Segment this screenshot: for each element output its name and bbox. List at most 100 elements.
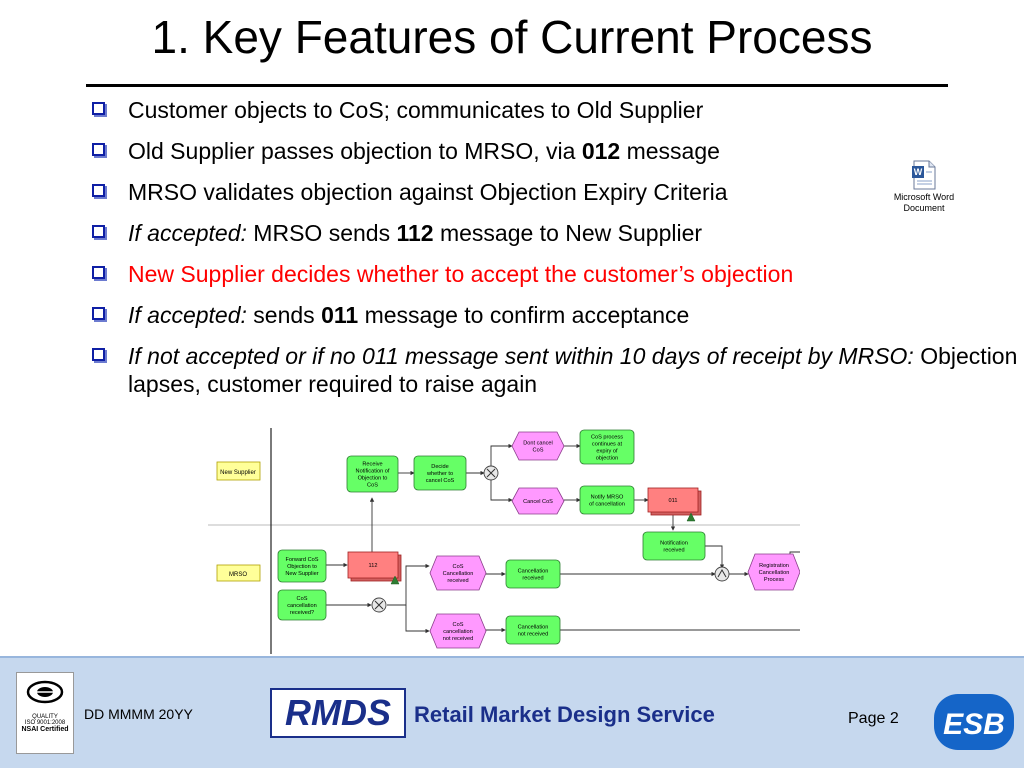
node-label: Dont cancel (523, 441, 553, 447)
bullet-item: MRSO validates objection against Objecti… (88, 178, 1018, 206)
bullet-text: Old Supplier passes objection to MRSO, v… (128, 138, 582, 164)
node-label: CoS (533, 448, 544, 454)
bullet-list: Customer objects to CoS; communicates to… (88, 96, 1018, 411)
node-label: whether to (426, 471, 453, 477)
node-label: expiry of (596, 449, 618, 455)
node-cancel-cos: Cancel CoS (511, 487, 565, 515)
rmds-logo: RMDS (270, 688, 406, 738)
page-number: Page 2 (848, 710, 899, 727)
node-label: CoS (453, 564, 464, 570)
bullet-checkbox-icon (92, 102, 105, 115)
node-label: Forward CoS (286, 557, 319, 563)
bullet-checkbox-icon (92, 348, 105, 361)
bullet-bold-text: 012 (581, 138, 621, 164)
node-label: received (522, 576, 543, 582)
embedded-doc-label-line1: Microsoft Word (893, 192, 955, 202)
node-label: received (663, 548, 684, 554)
message-flag-icon (390, 575, 400, 585)
svg-text:W: W (914, 167, 923, 177)
node-label: Cancellation (443, 571, 474, 577)
node-msg-112: 112 (347, 551, 402, 582)
certification-eye-icon (26, 680, 64, 704)
footer-background (0, 658, 1024, 768)
esb-logo-text: ESB (943, 708, 1005, 741)
node-label: Cancellation (518, 569, 549, 575)
bullet-text: Customer objects to CoS; communicates to… (128, 97, 704, 123)
footer-date: DD MMMM 20YY (84, 706, 193, 722)
xor-connector-bottom (371, 597, 387, 613)
bullet-text: message to New Supplier (433, 220, 703, 246)
node-label: not received (443, 636, 473, 642)
bullet-bold-text: 011 (321, 302, 359, 328)
slide-title: 1. Key Features of Current Process (151, 11, 873, 63)
node-label: received (447, 578, 468, 584)
bullet-item: If accepted: MRSO sends 112 message to N… (88, 219, 1018, 247)
lane-new-supplier-label: New Supplier (220, 470, 256, 476)
embedded-word-document[interactable]: W Microsoft Word Document (884, 160, 964, 214)
bullet-italic-text: If not accepted or if no 011 message sen… (128, 343, 914, 369)
bullet-checkbox-icon (92, 184, 105, 197)
node-label: of cancellation (589, 502, 625, 508)
node-label: Cancellation (759, 570, 790, 576)
bullet-item: If accepted: sends 011 message to confir… (88, 301, 1018, 329)
cert-line3: NSAI Certified (21, 726, 69, 733)
lane-mrso: MRSO (216, 564, 261, 582)
esb-logo: ESB (934, 694, 1014, 750)
node-label: continues at (592, 442, 623, 448)
node-msg-011: 011 (647, 487, 702, 516)
xor-connector-top (483, 465, 499, 481)
bullet-checkbox-icon (92, 225, 105, 238)
node-label: Objection to (287, 564, 317, 570)
node-label: 011 (669, 498, 678, 504)
bullet-text: MRSO sends (246, 220, 397, 246)
node-label: cancellation (443, 629, 473, 635)
title-divider (86, 84, 948, 87)
footer-bar: QUALITY ISO 9001:2008 NSAI Certified DD … (0, 656, 1024, 768)
node-label: Notification (660, 541, 688, 547)
node-label: Decide (431, 464, 448, 470)
bullet-item: If not accepted or if no 011 message sen… (88, 342, 1018, 398)
node-label: objection (596, 456, 618, 462)
node-label: Cancel CoS (523, 499, 553, 505)
node-label: New Supplier (285, 571, 318, 577)
bullet-item: Old Supplier passes objection to MRSO, v… (88, 137, 1018, 165)
bullet-checkbox-icon (92, 143, 105, 156)
bullet-checkbox-icon (92, 266, 105, 279)
embedded-doc-label-line2: Document (903, 203, 945, 213)
and-connector (714, 566, 730, 582)
cert-line2: ISO 9001:2008 (24, 720, 66, 726)
cert-line1: QUALITY (32, 714, 58, 720)
service-name: Retail Market Design Service (414, 702, 715, 727)
node-label: Registration (759, 563, 789, 569)
node-label: CoS (453, 622, 464, 628)
bullet-text: sends (246, 302, 322, 328)
node-label: 112 (369, 563, 378, 569)
node-label: CoS (297, 596, 308, 602)
bullet-item: New Supplier decides whether to accept t… (88, 260, 1018, 288)
node-label: Process (764, 577, 784, 583)
node-label: Receive (362, 462, 382, 468)
bullet-text: Objection lapses, customer required to r… (128, 343, 1018, 397)
node-label: Notify MRSO (591, 495, 624, 501)
node-label: cancellation (287, 603, 317, 609)
bullet-italic-text: If accepted: (128, 302, 247, 328)
bullet-text: MRSO validates objection against Objecti… (128, 179, 728, 205)
node-label: not received (518, 632, 548, 638)
bullet-item: Customer objects to CoS; communicates to… (88, 96, 1018, 124)
node-label: Notification of (356, 469, 390, 475)
lane-mrso-label: MRSO (229, 572, 247, 578)
nsai-certification-logo: QUALITY ISO 9001:2008 NSAI Certified (16, 672, 74, 754)
node-label: Cancellation (518, 625, 549, 631)
